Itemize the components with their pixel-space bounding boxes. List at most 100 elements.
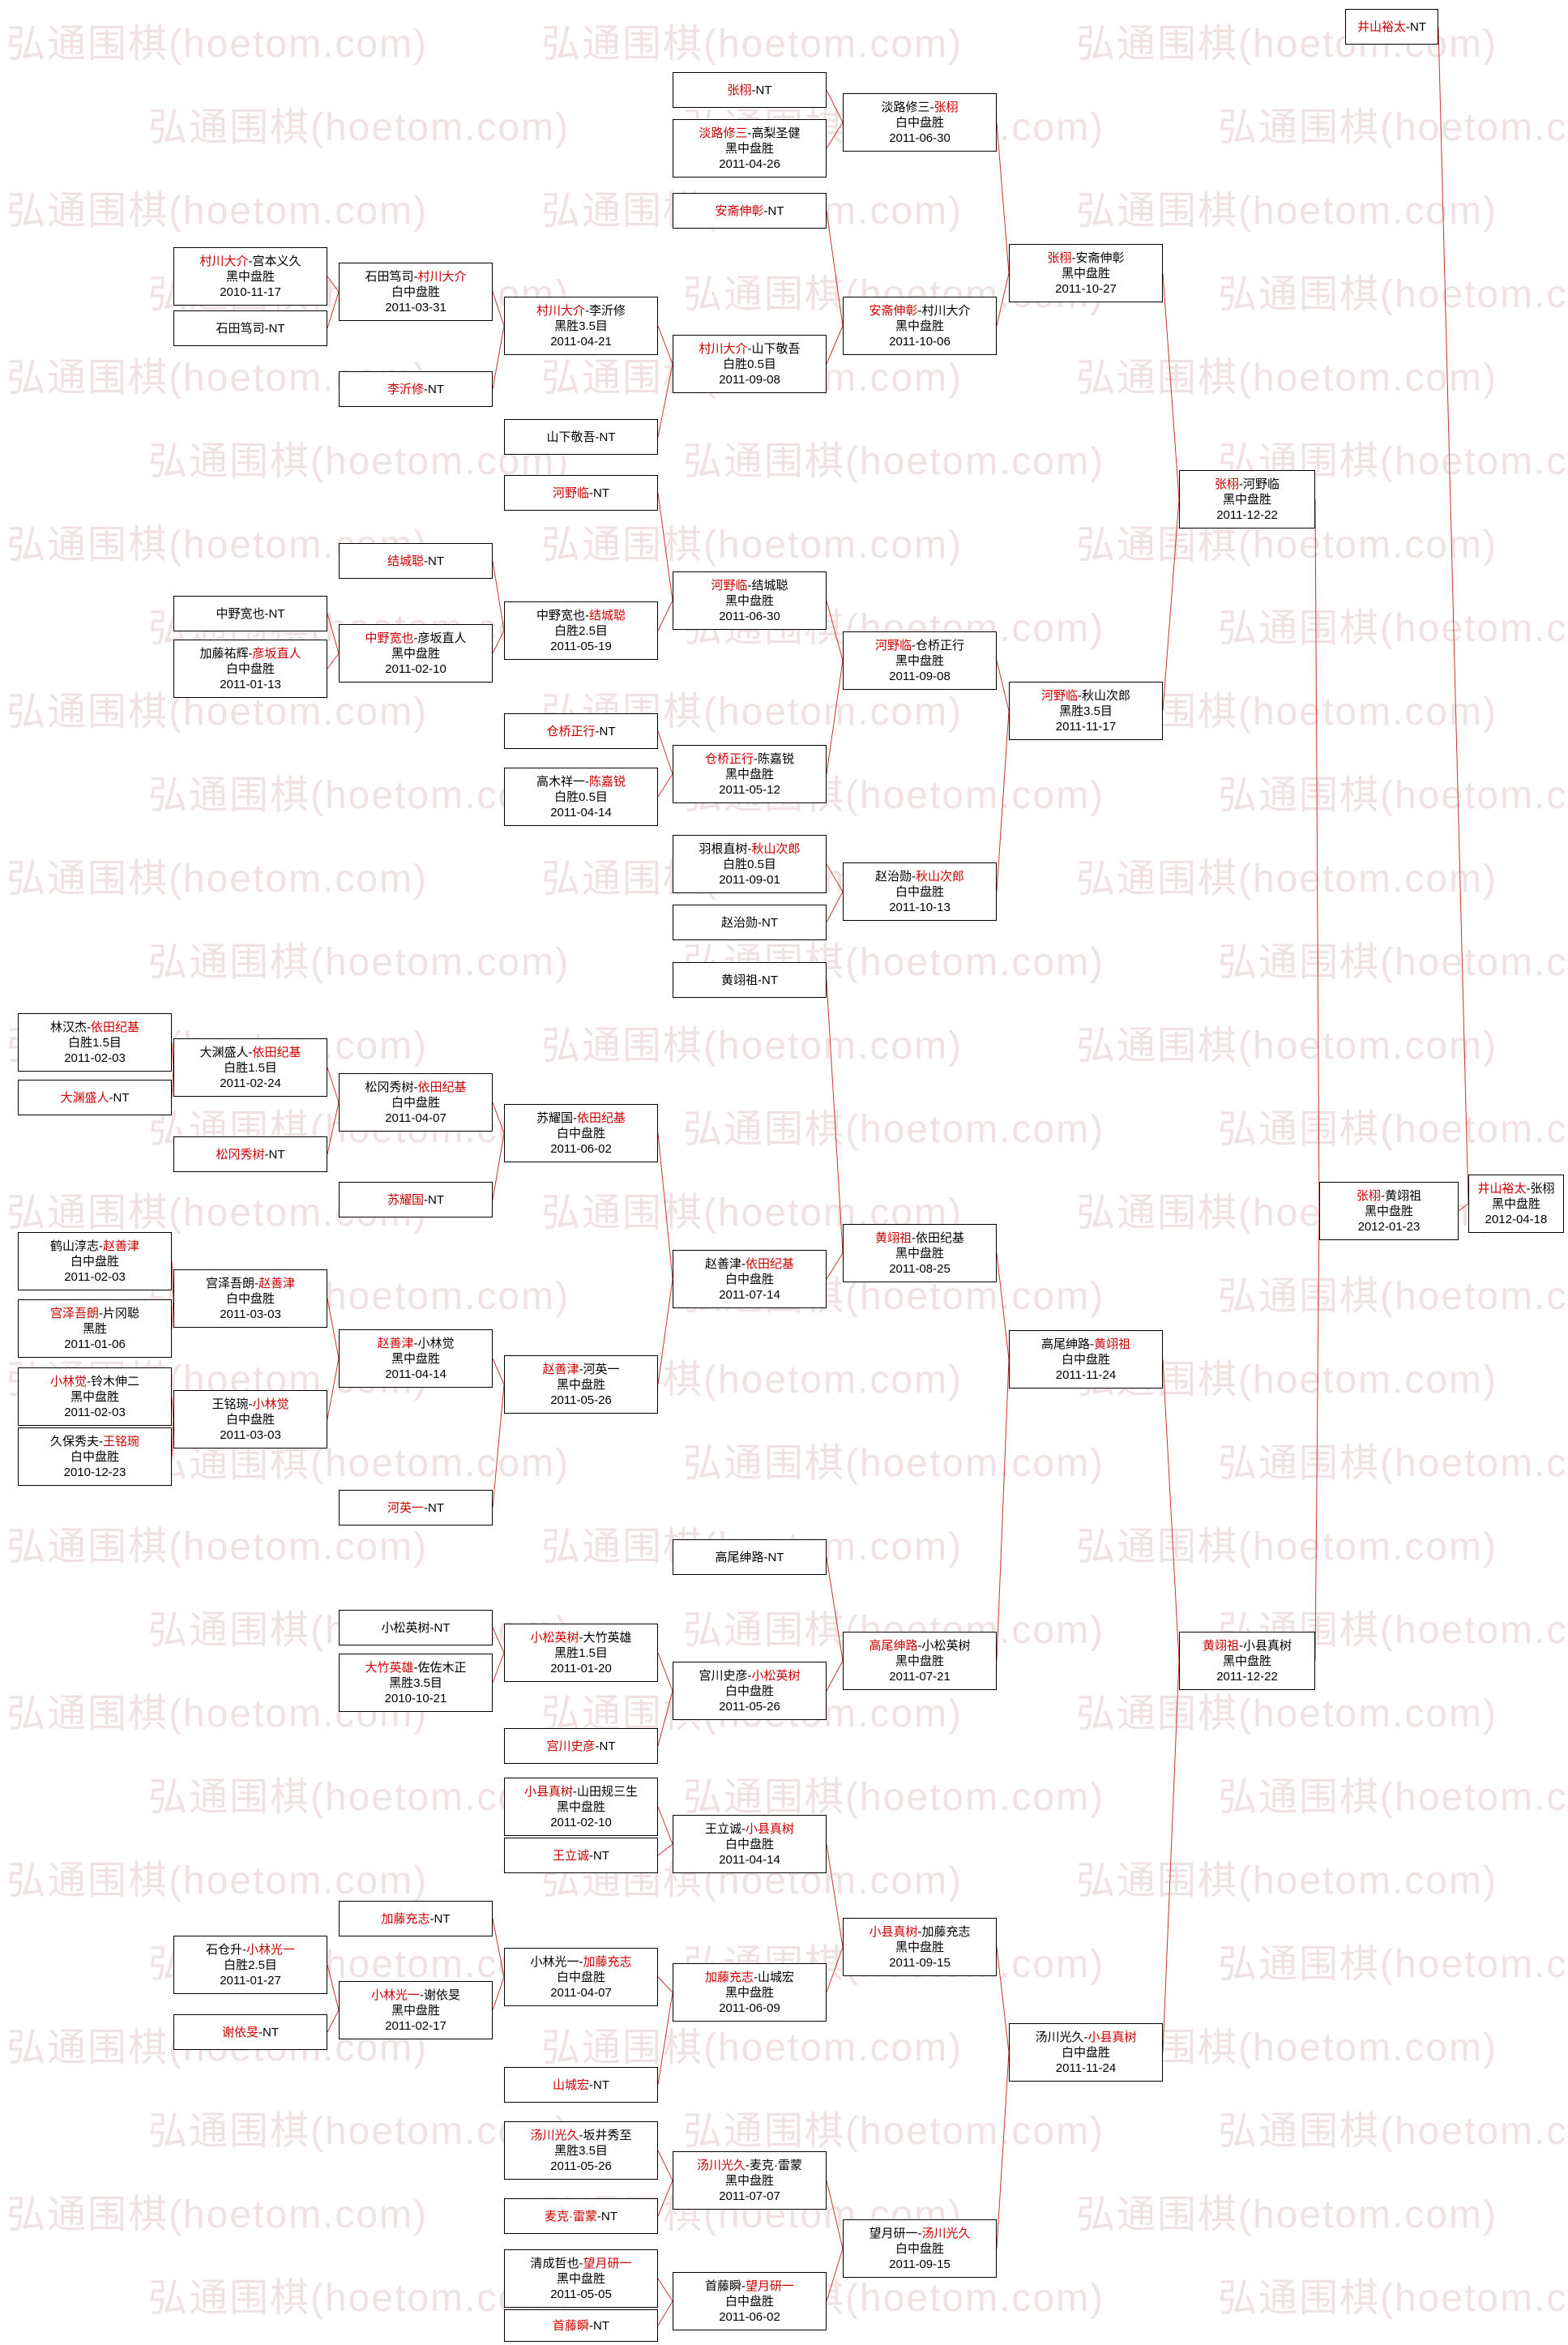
winner-player-link[interactable]: 仓桥正行 — [546, 724, 596, 738]
text-segment: 白胜0.5目 — [723, 857, 776, 871]
winner-player-link[interactable]: 首藤瞬 — [552, 2318, 589, 2333]
winner-player-link[interactable]: 依田纪基 — [90, 1020, 139, 1034]
winner-player-link[interactable]: 赵善津 — [542, 1362, 579, 1376]
winner-player-link[interactable]: 张栩 — [1047, 250, 1072, 265]
winner-player-link[interactable]: 依田纪基 — [417, 1080, 467, 1094]
winner-player-link[interactable]: 小县真树 — [1087, 2030, 1137, 2044]
winner-player-link[interactable]: 小林觉 — [252, 1397, 289, 1411]
winner-player-link[interactable]: 依田纪基 — [576, 1110, 626, 1125]
winner-player-link[interactable]: 河野临 — [711, 578, 748, 593]
player-box: 河野临-NT — [504, 475, 658, 511]
winner-player-link[interactable]: 河野临 — [874, 638, 912, 653]
winner-player-link[interactable]: 望月研一 — [583, 2256, 632, 2270]
text-segment: 2011-07-14 — [719, 1287, 780, 1302]
text-segment: -NT — [109, 1090, 130, 1105]
player-box: 结城聪-NT — [339, 543, 493, 579]
winner-player-link[interactable]: 村川大介 — [699, 341, 748, 356]
winner-player-link[interactable]: 汤川光久 — [696, 2158, 746, 2172]
winner-player-link[interactable]: 小林光一 — [370, 1988, 420, 2002]
winner-player-link[interactable]: 淡路修三 — [699, 126, 748, 140]
watermark-text: 弘通围棋(hoetom.com) — [1076, 1025, 1498, 1068]
match-players: 望月研一-汤川光久 — [844, 2226, 996, 2241]
winner-player-link[interactable]: 张栩 — [1356, 1188, 1381, 1203]
match-players: 淡路修三-高梨圣健 — [673, 126, 826, 141]
winner-player-link[interactable]: 黄翊祖 — [874, 1230, 912, 1245]
bracket-connector-line — [657, 325, 673, 365]
text-segment: 2011-03-31 — [385, 300, 446, 315]
winner-player-link[interactable]: 宫川史彦 — [546, 1739, 596, 1753]
match-result: 黑中盘胜 — [340, 2003, 492, 2018]
winner-player-link[interactable]: 黄翊祖 — [1202, 1638, 1239, 1653]
winner-player-link[interactable]: 小县真树 — [745, 1821, 794, 1836]
winner-player-link[interactable]: 彦坂直人 — [252, 646, 301, 661]
match-result: 白中盘胜 — [844, 115, 996, 131]
winner-player-link[interactable]: 山城宏 — [552, 2078, 589, 2092]
winner-player-link[interactable]: 宫泽吾朗 — [49, 1306, 99, 1320]
winner-player-link[interactable]: 河野临 — [1040, 688, 1078, 703]
winner-player-link[interactable]: 秋山次郎 — [915, 869, 964, 884]
winner-player-link[interactable]: 王立诚 — [552, 1848, 589, 1863]
winner-player-link[interactable]: 黄翊祖 — [1093, 1337, 1130, 1351]
winner-player-link[interactable]: 井山裕太 — [1477, 1181, 1527, 1196]
winner-player-link[interactable]: 汤川光久 — [530, 2128, 579, 2142]
winner-player-link[interactable]: 王铭琬 — [102, 1434, 139, 1449]
winner-player-link[interactable]: 松冈秀树 — [216, 1147, 265, 1162]
bracket-connector-line — [826, 1252, 844, 1280]
winner-player-link[interactable]: 小林觉 — [49, 1374, 87, 1389]
winner-player-link[interactable]: 望月研一 — [745, 2279, 794, 2293]
winner-player-link[interactable]: 大渊盛人 — [60, 1090, 109, 1105]
winner-player-link[interactable]: 赵善津 — [258, 1276, 295, 1290]
winner-player-link[interactable]: 小县真树 — [523, 1784, 573, 1799]
winner-player-link[interactable]: 村川大介 — [199, 254, 249, 268]
winner-player-link[interactable]: 依田纪基 — [745, 1256, 794, 1271]
match-date: 2011-02-17 — [340, 2018, 492, 2034]
winner-player-link[interactable]: 加藤充志 — [381, 1911, 430, 1926]
match-result: 白胜0.5目 — [505, 790, 657, 805]
winner-player-link[interactable]: 安斋伸彰 — [715, 203, 764, 218]
winner-player-link[interactable]: 加藤充志 — [704, 1970, 754, 1984]
winner-player-link[interactable]: 河野临 — [552, 486, 589, 500]
winner-player-link[interactable]: 依田纪基 — [252, 1045, 301, 1059]
text-segment: -小松英树 — [917, 1638, 971, 1653]
winner-player-link[interactable]: 高尾绅路 — [869, 1638, 918, 1653]
winner-player-link[interactable]: 张栩 — [934, 100, 959, 114]
winner-player-link[interactable]: 小县真树 — [869, 1924, 918, 1939]
winner-player-link[interactable]: 麦克·雷蒙 — [545, 2209, 597, 2223]
winner-player-link[interactable]: 小林光一 — [246, 1942, 295, 1957]
winner-player-link[interactable]: 苏耀国 — [387, 1192, 424, 1207]
watermark-text: 弘通围棋(hoetom.com) — [1076, 1692, 1498, 1735]
winner-player-link[interactable]: 陈嘉锐 — [588, 774, 626, 789]
winner-player-link[interactable]: 井山裕太 — [1357, 19, 1406, 34]
winner-player-link[interactable]: 谢依旻 — [221, 2025, 258, 2039]
text-segment: 2011-09-08 — [719, 372, 780, 387]
winner-player-link[interactable]: 汤川光久 — [921, 2226, 971, 2240]
winner-player-link[interactable]: 安斋伸彰 — [869, 303, 918, 318]
winner-player-link[interactable]: 村川大介 — [417, 269, 467, 284]
winner-player-link[interactable]: 河英一 — [387, 1500, 424, 1515]
winner-player-link[interactable]: 大竹英雄 — [365, 1660, 414, 1675]
text-segment: -NT — [595, 1739, 616, 1753]
match-date: 2011-06-30 — [844, 131, 996, 146]
winner-player-link[interactable]: 村川大介 — [536, 303, 585, 318]
winner-player-link[interactable]: 赵善津 — [377, 1336, 414, 1350]
winner-player-link[interactable]: 加藤充志 — [583, 1954, 632, 1969]
winner-player-link[interactable]: 小松英树 — [530, 1630, 579, 1645]
winner-player-link[interactable]: 结城聪 — [387, 554, 424, 568]
winner-player-link[interactable]: 赵善津 — [102, 1239, 139, 1253]
winner-player-link[interactable]: 张栩 — [1214, 477, 1239, 491]
winner-player-link[interactable]: 结城聪 — [588, 608, 626, 623]
text-segment: 黑中盘胜 — [1364, 1204, 1413, 1218]
match-date: 2011-06-02 — [505, 1141, 657, 1157]
winner-player-link[interactable]: 小松英树 — [751, 1668, 801, 1683]
winner-player-link[interactable]: 仓桥正行 — [704, 751, 754, 766]
text-segment: 2011-09-01 — [719, 872, 780, 887]
bracket-connector-line — [171, 1067, 174, 1098]
match-players: 王立诚-小县真树 — [673, 1821, 826, 1837]
winner-player-link[interactable]: 李沂修 — [387, 382, 424, 396]
winner-player-link[interactable]: 张栩 — [727, 83, 752, 97]
text-segment: 2011-01-20 — [550, 1661, 612, 1675]
winner-player-link[interactable]: 中野宽也 — [365, 631, 414, 645]
winner-player-link[interactable]: 秋山次郎 — [751, 841, 801, 856]
match-date: 2011-01-20 — [505, 1661, 657, 1676]
bracket-connector-line — [327, 1102, 340, 1155]
